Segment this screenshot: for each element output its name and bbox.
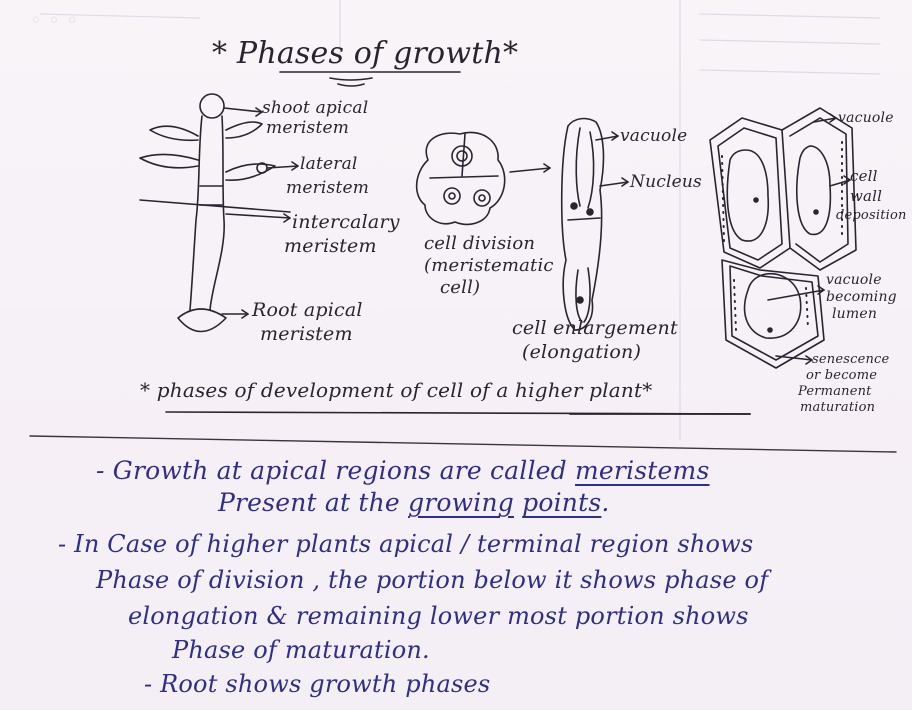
- label-line: cell: [850, 166, 907, 186]
- note-text: Present at the: [218, 488, 408, 517]
- label-line: Permanent: [798, 384, 889, 400]
- label-line: (meristematic: [424, 256, 554, 276]
- label-nucleus: Nucleus: [630, 172, 702, 192]
- label-shoot-apical-meristem: shoot apical meristem: [262, 98, 368, 138]
- label-line: lumen: [832, 306, 897, 323]
- note-line-6: Phase of maturation.: [172, 636, 430, 664]
- label-line: deposition: [836, 206, 907, 226]
- note-underlined-term: meristems: [575, 456, 709, 485]
- mature-cells: [710, 108, 856, 368]
- label-cell-division: cell division (meristematic cell): [424, 234, 554, 298]
- note-line-2: Present at the growing points.: [218, 488, 610, 517]
- label-root-apical-meristem: Root apical meristem: [252, 300, 363, 344]
- label-line: or become: [806, 368, 889, 384]
- label-line: meristem: [286, 178, 369, 198]
- note-underlined-term: growing: [408, 488, 514, 517]
- label-line: senescence: [812, 352, 889, 368]
- note-line-3: - In Case of higher plants apical / term…: [58, 530, 753, 558]
- label-vacuole-mature: vacuole: [838, 108, 894, 128]
- label-line: meristem: [284, 236, 400, 256]
- label-vacuole-lumen: vacuole becoming lumen: [826, 272, 897, 323]
- label-senescence: senescence or become Permanent maturatio…: [812, 352, 889, 416]
- label-line: cell enlargement: [512, 318, 678, 338]
- label-intercalary-meristem: intercalary meristem: [292, 212, 400, 256]
- note-text: .: [601, 488, 609, 517]
- note-line-5: elongation & remaining lower most portio…: [128, 602, 749, 630]
- note-line-1: - Growth at apical regions are called me…: [96, 456, 710, 485]
- label-cell-enlargement: cell enlargement (elongation): [512, 318, 678, 362]
- label-line: maturation: [800, 400, 889, 416]
- meristematic-cells: [417, 132, 550, 224]
- note-line-7: - Root shows growth phases: [144, 670, 490, 698]
- label-line: intercalary: [292, 212, 400, 232]
- label-line: wall: [850, 186, 907, 206]
- section-divider: [30, 436, 896, 452]
- label-line: becoming: [826, 289, 897, 306]
- elongating-cells: [562, 119, 628, 330]
- note-text: - Growth at apical regions are called: [96, 456, 575, 485]
- label-line: cell division: [424, 234, 554, 254]
- label-cell-wall-deposition: cell wall deposition: [850, 166, 907, 226]
- note-line-4: Phase of division , the portion below it…: [96, 566, 768, 594]
- label-line: lateral: [300, 154, 369, 174]
- label-line: cell): [440, 278, 554, 298]
- label-line: meristem: [266, 118, 368, 138]
- label-vacuole: vacuole: [620, 126, 687, 146]
- label-line: shoot apical: [262, 98, 368, 118]
- title-flourish: [330, 78, 372, 80]
- label-line: Root apical: [252, 300, 363, 320]
- label-line: meristem: [260, 324, 363, 344]
- label-line: (elongation): [522, 342, 678, 362]
- page-title: * Phases of growth*: [212, 36, 518, 71]
- label-lateral-meristem: lateral meristem: [300, 154, 369, 198]
- note-underlined-term: points: [522, 488, 601, 517]
- label-line: vacuole: [826, 272, 897, 289]
- diagram-caption: * phases of development of cell of a hig…: [140, 378, 652, 402]
